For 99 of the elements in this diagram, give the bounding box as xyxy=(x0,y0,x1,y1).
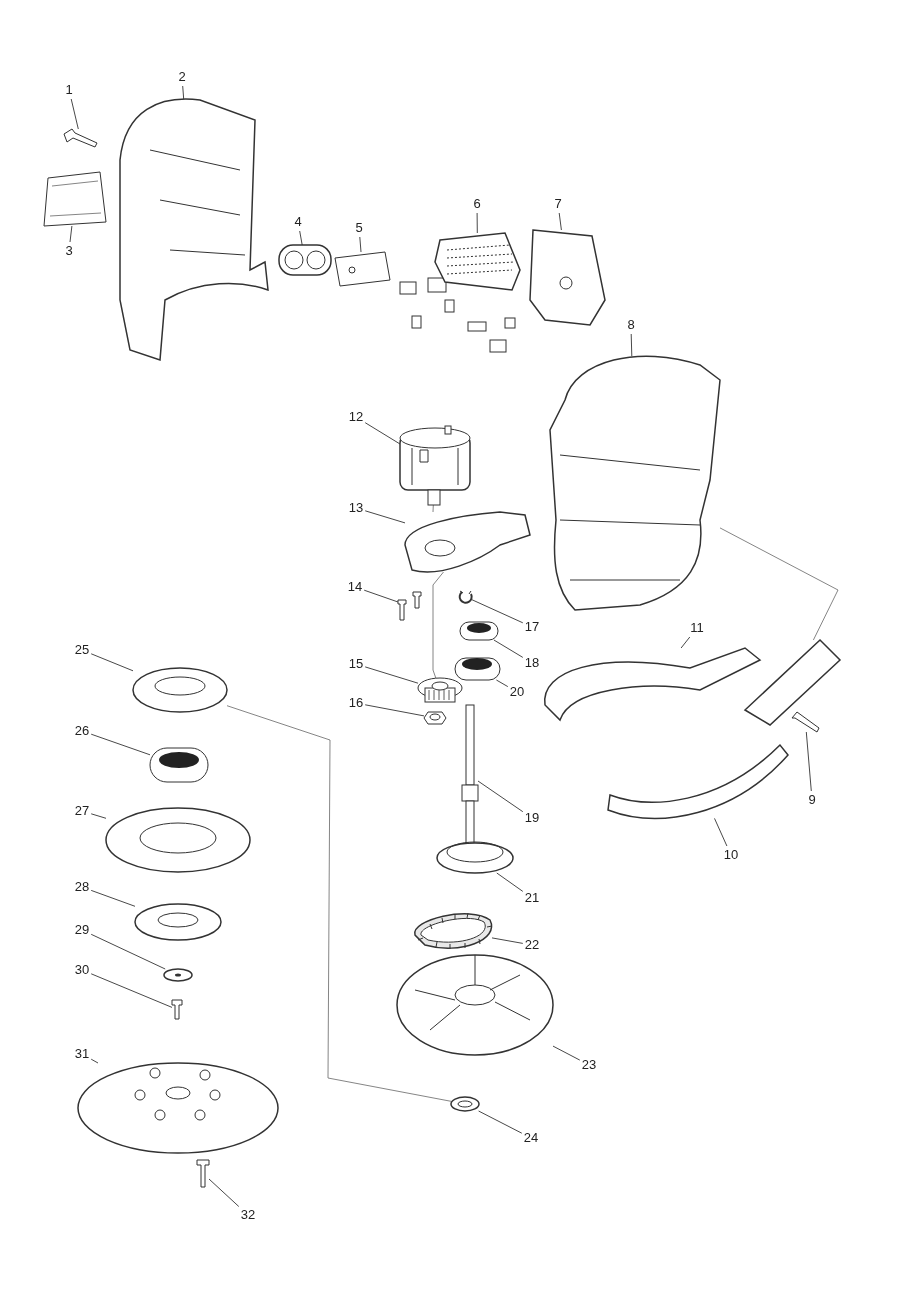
housing-drawing xyxy=(119,98,269,361)
leader-line xyxy=(364,510,406,524)
nut-drawing xyxy=(423,711,447,725)
callout-number: 29 xyxy=(74,923,90,937)
leader-line xyxy=(476,212,478,234)
retaining-ring-drawing xyxy=(458,590,473,604)
leader-line xyxy=(359,236,362,253)
callout-number: 22 xyxy=(524,938,540,952)
callout-number: 18 xyxy=(524,656,540,670)
callout-number: 23 xyxy=(581,1058,597,1072)
callout-number: 14 xyxy=(347,580,363,594)
belt-drawing xyxy=(414,912,493,950)
sanding-pad-drawing xyxy=(77,1062,279,1154)
motor-drawing xyxy=(399,425,471,506)
screw-drawing xyxy=(63,128,98,148)
callout-number: 11 xyxy=(690,621,704,635)
gasket-drawing xyxy=(278,244,332,276)
leader-line xyxy=(208,1178,240,1207)
callout-number: 15 xyxy=(348,657,364,671)
screw-drawing xyxy=(171,999,183,1020)
callout-number: 25 xyxy=(74,643,90,657)
callout-number: 12 xyxy=(348,410,364,424)
controller-drawing xyxy=(529,229,606,326)
label-plate-drawing xyxy=(43,171,107,227)
callout-number: 1 xyxy=(65,83,73,97)
leader-line xyxy=(90,813,107,819)
washer-drawing xyxy=(163,968,193,982)
callout-number: 9 xyxy=(808,793,816,807)
leader-line xyxy=(680,636,691,649)
bearing-drawing xyxy=(149,747,209,783)
callout-number: 2 xyxy=(178,70,186,84)
callout-number: 13 xyxy=(348,501,364,515)
screw-drawing xyxy=(791,711,820,733)
vent-cover-drawing xyxy=(434,232,521,291)
leader-line xyxy=(477,780,524,813)
leader-line xyxy=(805,731,812,792)
switch-drawing xyxy=(334,251,391,287)
callout-number: 10 xyxy=(723,848,739,862)
leader-line xyxy=(552,1045,581,1061)
leader-line xyxy=(364,704,425,717)
callout-number: 32 xyxy=(240,1208,256,1222)
bearing-drawing xyxy=(454,657,501,681)
leader-line xyxy=(364,666,419,684)
callout-number: 16 xyxy=(348,696,364,710)
callout-number: 7 xyxy=(554,197,562,211)
pad-plate-drawing xyxy=(105,807,251,873)
nozzle-drawing xyxy=(743,638,842,726)
callout-number: 26 xyxy=(74,724,90,738)
screw-drawing xyxy=(196,1159,210,1188)
leader-line xyxy=(90,973,173,1008)
gear-drawing xyxy=(417,677,463,703)
leader-line xyxy=(90,1058,99,1064)
assembly-line xyxy=(432,571,444,679)
callout-number: 21 xyxy=(524,891,540,905)
leader-line xyxy=(364,422,401,445)
dust-guard-drawing xyxy=(607,744,789,820)
assembly-line xyxy=(226,705,452,1102)
bracket-plate-drawing xyxy=(404,511,531,573)
screw-drawing xyxy=(397,591,422,621)
fan-drawing xyxy=(396,954,554,1056)
callout-number: 24 xyxy=(523,1131,539,1145)
callout-number: 8 xyxy=(627,318,635,332)
leader-line xyxy=(714,817,728,847)
leader-line xyxy=(69,225,73,243)
leader-line xyxy=(630,333,633,357)
bearing-drawing xyxy=(459,621,499,641)
callout-number: 31 xyxy=(74,1047,90,1061)
callout-number: 19 xyxy=(524,811,540,825)
callout-number: 6 xyxy=(473,197,481,211)
callout-number: 4 xyxy=(294,215,302,229)
callout-number: 28 xyxy=(74,880,90,894)
leader-line xyxy=(491,937,524,944)
callout-number: 30 xyxy=(74,963,90,977)
leader-line xyxy=(299,230,303,246)
bearing-holder-drawing xyxy=(132,667,228,713)
leader-line xyxy=(90,653,134,672)
leader-line xyxy=(90,933,166,970)
pulley-drawing xyxy=(436,841,514,874)
callout-number: 5 xyxy=(355,221,363,235)
assembly-line xyxy=(719,527,839,641)
leader-line xyxy=(493,639,524,658)
flange-drawing xyxy=(134,903,222,941)
leader-line xyxy=(182,85,185,100)
leader-line xyxy=(90,889,136,907)
washer-drawing xyxy=(450,1096,480,1112)
leader-line xyxy=(471,599,524,624)
assembly-line xyxy=(432,504,434,513)
callout-number: 17 xyxy=(524,620,540,634)
leader-line xyxy=(478,1110,523,1134)
dust-guard-drawing xyxy=(544,647,761,721)
housing-drawing xyxy=(549,355,721,611)
callout-number: 27 xyxy=(74,804,90,818)
callout-number: 3 xyxy=(65,244,73,258)
leader-line xyxy=(70,98,79,130)
leader-line xyxy=(496,872,524,892)
leader-line xyxy=(558,212,562,231)
leader-line xyxy=(90,733,151,756)
leader-line xyxy=(363,589,399,603)
callout-number: 20 xyxy=(509,685,525,699)
